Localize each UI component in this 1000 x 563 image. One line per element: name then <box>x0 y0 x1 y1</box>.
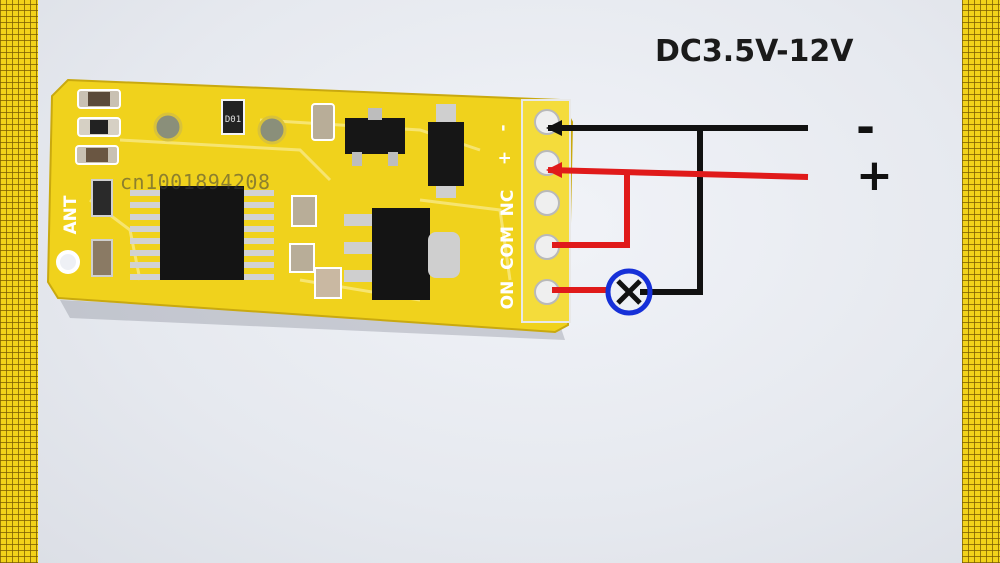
com-jumper-wire <box>552 174 630 248</box>
left-border-frame <box>0 0 38 563</box>
chip-marking: D01 <box>225 115 241 125</box>
polarity-minus-label: - <box>856 100 876 154</box>
terminal-nc <box>534 190 560 216</box>
positive-wire <box>547 167 809 180</box>
polarity-plus-label: + <box>856 150 893 201</box>
sot-package <box>428 122 464 186</box>
lamp-ring <box>605 268 653 316</box>
terminal-label-nc: NC <box>498 190 518 217</box>
voltage-label: DC3.5V-12V <box>655 34 854 69</box>
right-border-frame <box>962 0 1000 563</box>
antenna-pad <box>56 250 80 274</box>
negative-arrow <box>546 120 562 136</box>
terminal-label-minus: - <box>493 124 513 131</box>
diode-chip <box>221 99 245 135</box>
terminal-label-com: COM <box>498 226 518 270</box>
transistor-1 <box>345 118 405 154</box>
watermark: cn1001894208 <box>120 170 271 194</box>
main-ic <box>160 186 244 280</box>
crystal-1 <box>153 112 183 142</box>
crystal-2 <box>257 115 287 145</box>
antenna-label: ANT <box>61 195 81 234</box>
terminal-label-on: ON <box>498 281 518 310</box>
positive-arrow <box>546 162 562 178</box>
terminal-label-plus: + <box>495 151 515 165</box>
regulator <box>372 208 430 300</box>
negative-to-lamp-wire <box>640 128 703 295</box>
smd-resistors <box>75 89 121 277</box>
